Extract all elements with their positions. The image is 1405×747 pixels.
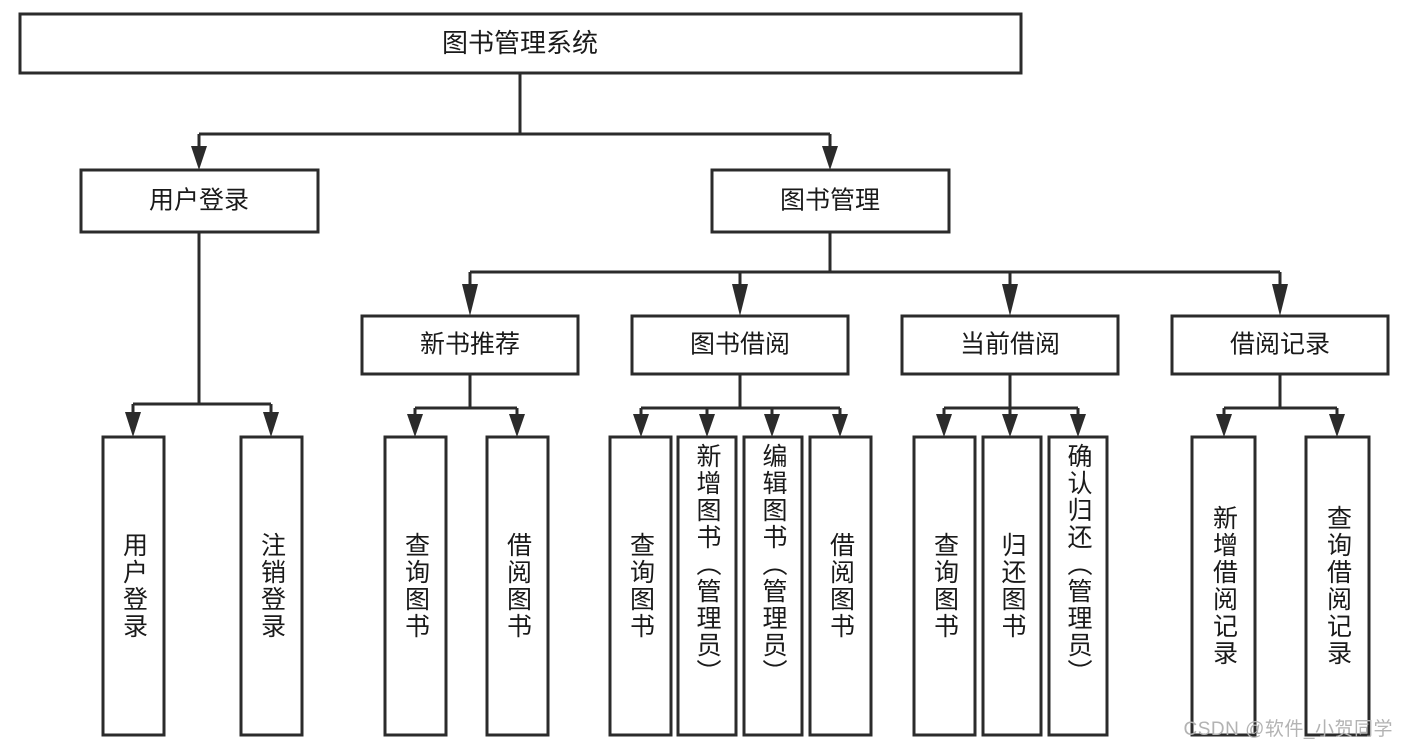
arrowhead-leaf-logout [263,412,279,437]
arrowhead-book-manage [822,146,838,170]
node-box-book-borrow[interactable] [630,314,850,376]
node-box-leaf-user-login[interactable] [101,435,166,737]
node-label-current-borrow: 当前借阅 [960,331,1060,359]
arrowhead-borrow [732,284,748,316]
arrowhead-leaf-user-login [125,412,141,437]
node-box-leaf-add-record[interactable] [1190,435,1257,737]
node-box-leaf-borrow-book-2[interactable] [808,435,873,737]
node-box-current-borrow[interactable] [900,314,1120,376]
node-box-root[interactable] [18,12,1023,75]
arrowhead-newbook-leaf-1 [407,414,423,437]
node-box-leaf-edit-book[interactable] [742,435,804,737]
node-label-book-manage: 图书管理 [780,187,880,215]
node-box-leaf-return-book[interactable] [981,435,1043,737]
node-layer: 图书管理系统 用户登录 图书管理 新书推荐 图书借阅 当前借阅 借阅记录 [18,12,1390,737]
arrowhead-user-login [191,146,207,170]
arrowhead-current-leaf-3 [1070,414,1086,437]
node-box-leaf-borrow-book-1[interactable] [485,435,550,737]
arrowhead-borrow-leaf-2 [699,414,715,437]
node-box-book-manage[interactable] [710,168,951,234]
node-box-user-login[interactable] [79,168,320,234]
arrowhead-borrow-leaf-3 [764,414,780,437]
node-label-user-login: 用户登录 [149,187,249,215]
arrowhead-record [1272,284,1288,316]
node-label-new-book-recommend: 新书推荐 [420,331,520,359]
arrowhead-current [1002,284,1018,316]
arrowhead-borrow-leaf-1 [633,414,649,437]
node-label-book-borrow: 图书借阅 [690,331,790,359]
node-box-leaf-confirm-return[interactable] [1047,435,1109,737]
node-box-leaf-query-record[interactable] [1304,435,1371,737]
node-box-new-book-recommend[interactable] [360,314,580,376]
arrowhead-newbook-leaf-2 [509,414,525,437]
arrowhead-record-leaf-1 [1216,414,1232,437]
arrowhead-newbook [462,284,478,316]
arrowhead-current-leaf-2 [1002,414,1018,437]
node-box-leaf-logout[interactable] [239,435,304,737]
node-box-leaf-query-book-3[interactable] [912,435,977,737]
arrowhead-record-leaf-2 [1329,414,1345,437]
node-label-borrow-record: 借阅记录 [1230,331,1330,359]
node-box-leaf-query-book-2[interactable] [608,435,673,737]
node-box-borrow-record[interactable] [1170,314,1390,376]
arrowhead-borrow-leaf-4 [832,414,848,437]
connector-layer [125,73,1345,437]
node-box-leaf-query-book-1[interactable] [383,435,448,737]
watermark-text: CSDN @软件_小贺同学 [1183,719,1393,740]
node-box-leaf-add-book[interactable] [676,435,738,737]
node-label-root: 图书管理系统 [442,28,598,58]
arrowhead-current-leaf-1 [936,414,952,437]
